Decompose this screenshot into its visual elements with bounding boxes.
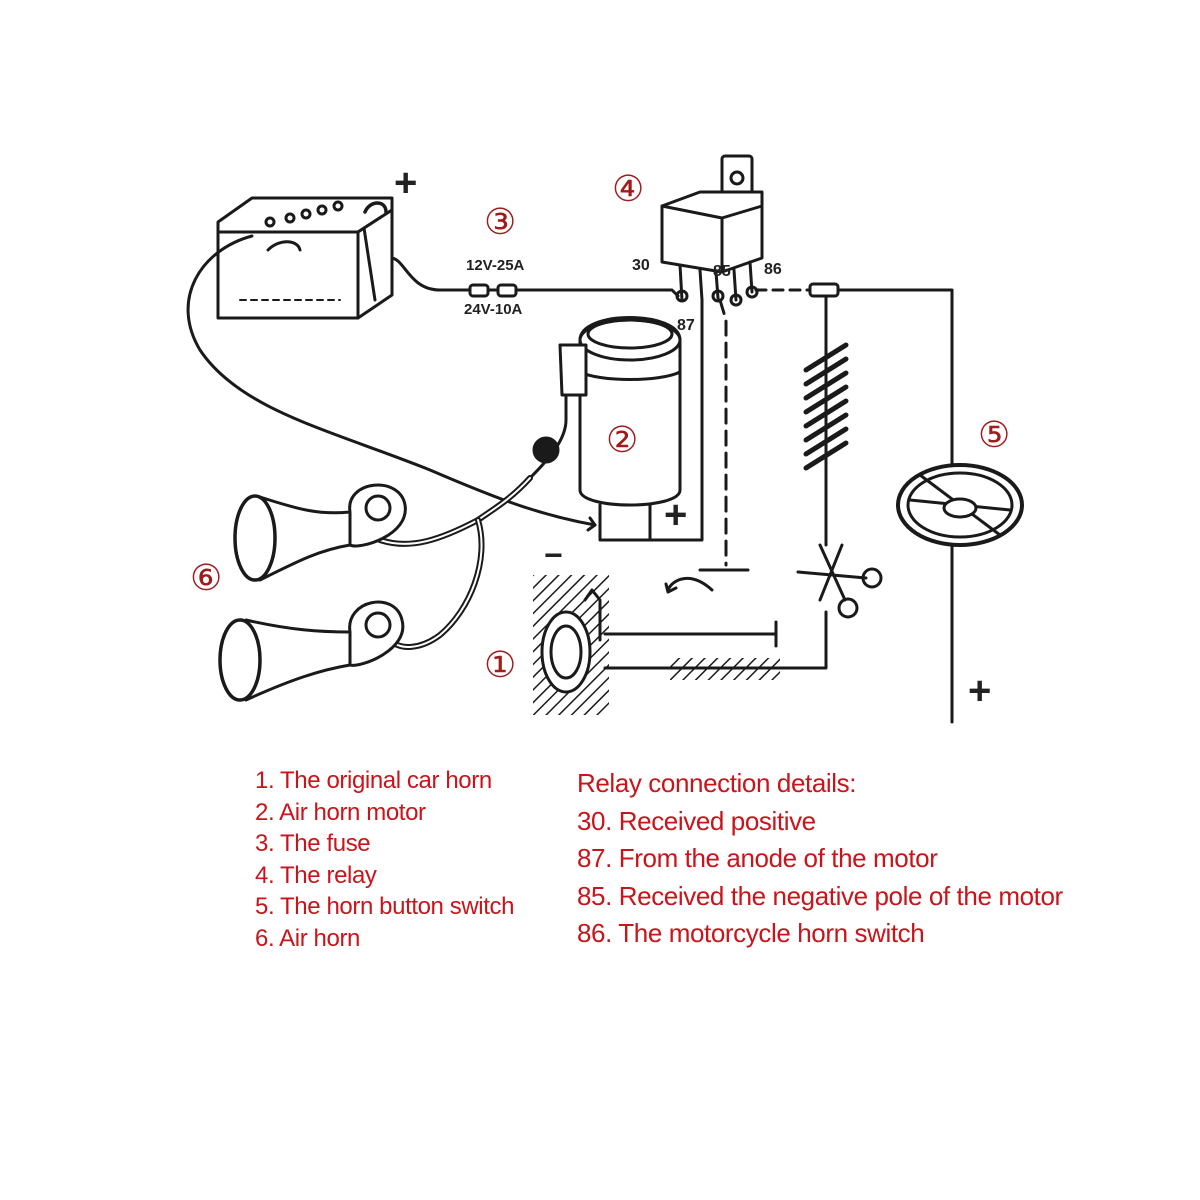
relay [660,154,764,307]
horn-button-switch [896,463,1024,547]
legend-item: 6. Air horn [255,924,360,952]
air-horn-motor [528,316,682,542]
battery-plus-label: + [394,161,417,205]
scissors-icon [796,543,883,619]
legend-item: 4. The relay [255,861,377,889]
motor-minus-label: − [544,537,563,573]
relay-legend-item: 30. Received positive [577,805,816,836]
callout-3: ③ [484,202,516,243]
relay-pin-86-label: 86 [764,261,782,278]
callout-2: ② [606,420,638,461]
callout-1: ① [484,645,516,686]
air-horn-upper [233,483,407,582]
component-legend: 1. The original car horn 2. Air horn mot… [255,765,514,954]
fuse [460,283,542,298]
battery [216,196,394,320]
legend-item: 5. The horn button switch [255,893,515,920]
fuse-24v-label: 24V-10A [464,301,523,318]
original-horn [533,575,780,715]
coil-cable [803,342,849,471]
relay-legend-title: Relay connection details: [577,768,857,798]
callout-6: ⑥ [190,558,222,599]
relay-legend-item: 85. Received the negative pole of the mo… [577,880,1063,911]
legend-item: 1. The original car horn [255,767,492,794]
relay-pin-87-label: 87 [677,317,695,334]
callout-4: ④ [612,169,644,210]
legend-item: 2. Air horn motor [255,798,426,826]
fuse-12v-label: 12V-25A [466,257,525,274]
relay-legend: Relay connection details: 30. Received p… [577,765,1063,953]
air-horn-lower [218,600,405,702]
legend-item: 3. The fuse [255,830,371,857]
motor-plus-label: + [664,493,687,537]
relay-legend-item: 86. The motorcycle horn switch [577,918,925,948]
relay-legend-item: 87. From the anode of the motor [577,843,938,873]
horn-button-plus-label: + [968,669,991,713]
callout-5: ⑤ [978,415,1010,456]
relay-pin-30-label: 30 [632,257,650,274]
relay-pin-85-label: 85 [713,263,731,280]
